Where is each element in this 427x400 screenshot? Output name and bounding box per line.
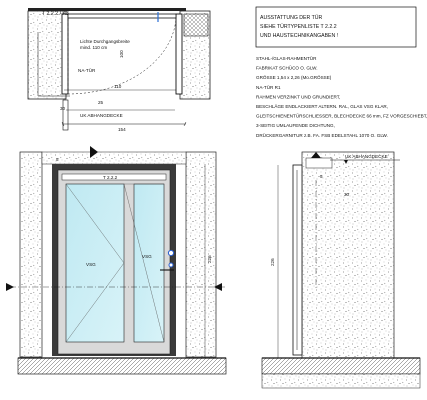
section-dim-5: 5 (320, 174, 323, 179)
plan-dim-30: 30 (60, 106, 66, 111)
title-box (255, 6, 417, 48)
elevation-view: T 2.2.2 VSG VSG 226 5 (6, 146, 227, 375)
elev-glass-left[interactable] (65, 183, 125, 343)
plan-frame-left (61, 13, 69, 95)
spec-line: STAHL-/GLAS-RAHMENTÜR (256, 55, 317, 61)
section-soffit-label: UK ABHANGDECKE (345, 154, 388, 159)
section-top-arrow-icon (311, 152, 321, 158)
title-line2: SIEHE TÜRTYPENLISTE T 2.2.2 (260, 23, 337, 30)
plan-label-top: T 2.2.2 / K3 (42, 11, 69, 17)
elev-swing-line-a (65, 183, 125, 264)
elev-top-arrow-icon (90, 146, 98, 158)
plan-dim-110: 110 (114, 84, 122, 89)
spec-list: STAHL-/GLAS-RAHMENTÜR FABRIKAT SCHÜCO O. … (256, 55, 427, 138)
section-door-profile (292, 164, 303, 356)
plan-clear-width-line2: mind. 110 cm (80, 45, 107, 50)
plan-view: T 2.2.2 / K3 Lichte Durchgangsbreite min… (27, 8, 211, 132)
spec-line: GRÖSSE 1,54 x 2,26 (Mo.GRÖSSE) (256, 74, 332, 80)
plan-dim-100: 100 (119, 50, 124, 58)
spec-line: 3-SEITIG UMLAUFENDE DICHTUNG, (256, 123, 335, 128)
plan-door-leaf (67, 13, 177, 19)
title-line3: UND HAUSTECHNIKANGABEN ! (260, 33, 338, 39)
elev-swing-line-c (123, 183, 165, 343)
elev-wall-left (19, 151, 43, 358)
plan-wall-left (27, 10, 67, 100)
plan-na-door: NA-TÜR (78, 67, 96, 73)
plan-column-hatch (183, 13, 209, 37)
elev-lintel (41, 151, 187, 165)
plan-frame-right (175, 13, 183, 95)
section-floor-slab (261, 357, 421, 375)
title-line1: AUSSTATTUNG DER TÜR (260, 14, 323, 21)
spec-line: RAHMEN VERZINKT UND GRUNDIERT, (256, 94, 340, 99)
plan-clear-width-line1: Lichte Durchgangsbreite (80, 39, 130, 44)
elev-section-arrow-right-icon (214, 283, 222, 291)
elev-wall-right (185, 151, 217, 358)
plan-dim-25: 25 (98, 100, 104, 105)
elev-glass-left-label: VSG (86, 262, 96, 267)
plan-soffit-label: UK ABHANGDECKE (80, 113, 123, 118)
elev-door-tag: T 2.2.2 (103, 175, 118, 180)
elev-glass-right[interactable] (133, 183, 165, 343)
plan-door-swing-arc (67, 17, 177, 95)
section-height-dim: 226 (270, 258, 275, 266)
elev-height-dim: 226 (207, 255, 212, 263)
elev-transom (61, 173, 167, 181)
section-wall (301, 151, 395, 359)
elev-swing-line-b (65, 262, 125, 343)
elev-dim-5: 5 (56, 157, 59, 162)
plan-dim-154: 154 (118, 127, 126, 132)
notes-area: AUSSTATTUNG DER TÜR SIEHE TÜRTYPENLISTE … (255, 6, 427, 138)
spec-line: GLEITSCHIENENTÜRSCHLIESSER, BLECHDECKE 6… (256, 113, 427, 119)
plan-handle-detail (62, 99, 69, 131)
elev-handle-icon[interactable] (167, 249, 175, 257)
elev-section-arrow-left-icon (6, 283, 14, 291)
section-soffit-marker-icon (344, 160, 348, 164)
spec-line: NA-TÜR R1 (256, 84, 281, 90)
elev-lock-icon[interactable] (168, 262, 174, 268)
spec-line: DRÜCKERGARNITUR z.B. FA. FSB EDELSTAHL 1… (256, 132, 388, 138)
section-dim-30: 30 (344, 192, 350, 197)
plan-top-slab-edge (28, 8, 186, 11)
elev-glass-right-label: VSG (142, 254, 152, 259)
section-view: UK ABHANGDECKE 5 30 226 (261, 151, 421, 389)
spec-line: FABRIKAT SCHÜCO O. GLW. (256, 65, 318, 71)
elev-floor-slab (17, 357, 227, 375)
spec-line: BESCHLÄGE ENDLACKIERT ALTERN. RAL, GLAS … (256, 103, 388, 109)
